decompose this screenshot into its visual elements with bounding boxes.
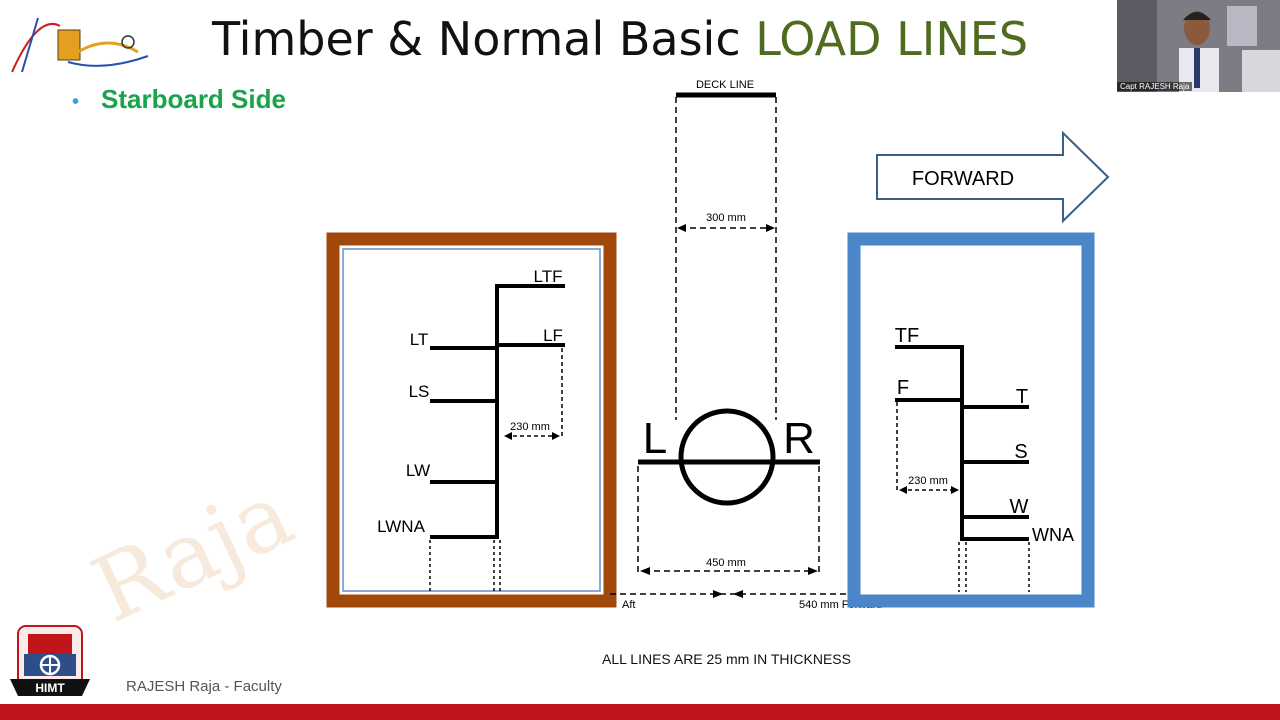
plimsoll-disc: L R 450 mm xyxy=(637,408,820,576)
offset-line-group: Aft 540 mm Forward xyxy=(610,590,882,611)
bottom-accent-bar xyxy=(0,704,1280,720)
label-w: W xyxy=(1010,496,1029,518)
forward-arrow-icon xyxy=(876,130,1110,224)
normal-dim-label: 230 mm xyxy=(908,475,948,487)
footer-author: RAJESH Raja - Faculty xyxy=(126,678,282,695)
bullet-item: • Starboard Side xyxy=(72,84,286,115)
label-tf: TF xyxy=(895,325,919,347)
arrow-right-icon xyxy=(808,567,818,575)
arrow-right-icon xyxy=(766,224,775,232)
arrow-right-icon xyxy=(713,590,723,598)
forward-label: FORWARD xyxy=(912,168,1014,190)
title-main: Timber & Normal Basic xyxy=(211,12,756,66)
disc-dim-label: 450 mm xyxy=(706,557,746,569)
deck-dim-label: 300 mm xyxy=(706,212,746,224)
arrow-left-icon xyxy=(640,567,650,575)
timber-panel-inner xyxy=(342,248,601,592)
label-lw: LW xyxy=(406,461,430,480)
plimsoll-circle xyxy=(678,408,776,506)
arrow-left-icon xyxy=(899,486,907,494)
arrow-right-icon xyxy=(951,486,959,494)
label-ls: LS xyxy=(409,382,430,401)
label-f: F xyxy=(897,377,909,399)
bullet-text: Starboard Side xyxy=(101,84,286,114)
arrow-right-icon xyxy=(552,432,560,440)
label-lf: LF xyxy=(543,326,563,345)
arrow-left-icon xyxy=(733,590,743,598)
normal-panel: TF F T S W WNA 230 mm xyxy=(847,232,1095,608)
label-t: T xyxy=(1016,386,1028,408)
label-lwna: LWNA xyxy=(377,517,426,536)
label-ltf: LTF xyxy=(534,267,563,286)
himt-logo-text: HIMT xyxy=(35,681,65,695)
deck-line-label: DECK LINE xyxy=(696,79,754,91)
label-wna: WNA xyxy=(1032,525,1074,545)
disc-letter-r: R xyxy=(783,414,815,463)
deck-line-group: DECK LINE 300 mm xyxy=(675,79,777,420)
aft-label: Aft xyxy=(622,599,635,611)
timber-panel: LTF LF LT LS LW LWNA 230 mm xyxy=(326,232,617,608)
title-accent: LOAD LINES xyxy=(755,12,1029,66)
forward-arrow: FORWARD xyxy=(876,130,1110,224)
presenter-video: Capt RAJESH Raja xyxy=(1117,0,1280,92)
company-logo xyxy=(8,12,153,78)
label-lt: LT xyxy=(410,330,429,349)
label-s: S xyxy=(1014,441,1027,463)
arrow-left-icon xyxy=(677,224,686,232)
video-caption: Capt RAJESH Raja xyxy=(1117,82,1193,91)
thickness-note: ALL LINES ARE 25 mm IN THICKNESS xyxy=(602,651,851,667)
bullet-dot-icon: • xyxy=(72,91,80,113)
slide-title: Timber & Normal Basic LOAD LINES xyxy=(0,12,1240,66)
arrow-left-icon xyxy=(504,432,512,440)
disc-letter-l: L xyxy=(643,414,667,463)
normal-panel-frame xyxy=(847,232,1095,608)
himt-logo: HIMT xyxy=(10,624,90,700)
timber-dim-label: 230 mm xyxy=(510,421,550,433)
timber-panel-frame xyxy=(326,232,617,608)
